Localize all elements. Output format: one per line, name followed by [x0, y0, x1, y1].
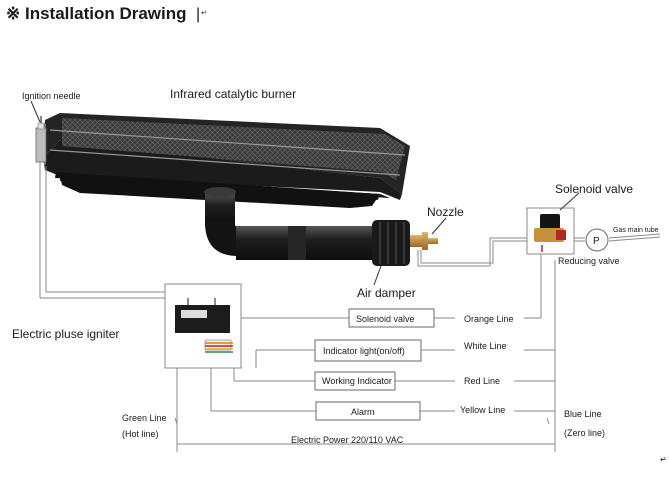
reducing-valve-icon: P [585, 228, 609, 252]
wiring-box-solenoid-valve: Solenoid valve [356, 314, 415, 324]
blue-line-label: Blue Line [564, 409, 602, 419]
paragraph-mark-icon: ↵ [201, 10, 207, 17]
ignition-needle-label: Ignition needle [22, 91, 81, 101]
orange-line-label: Orange Line [464, 314, 514, 324]
electric-igniter [164, 283, 242, 369]
yellow-line-label: Yellow Line [460, 405, 505, 415]
green-line-label: Green Line [122, 413, 167, 423]
end-paragraph-mark-icon: ↵ [660, 455, 667, 464]
reducing-valve-label: Reducing valve [558, 256, 620, 266]
nozzle-icon [410, 232, 438, 250]
zero-line-label: (Zero line) [564, 428, 605, 438]
red-line-label: Red Line [464, 376, 500, 386]
burner-label: Infrared catalytic burner [170, 87, 296, 101]
nozzle-label: Nozzle [427, 205, 464, 219]
hot-line-label: (Hot line) [122, 429, 159, 439]
wiring-lines [39, 162, 556, 452]
air-damper-label: Air damper [357, 286, 416, 300]
text-cursor: | [196, 6, 200, 23]
heading-mark: ※ [6, 4, 20, 23]
gas-main-tube-label: Gas main tube [613, 227, 659, 234]
wiring-box-alarm: Alarm [351, 407, 375, 417]
page-title: Installation Drawing [25, 4, 187, 23]
ignition-needle-icon [35, 116, 47, 163]
power-label: Electric Power 220/110 VAC [291, 435, 404, 445]
burner-pipe [204, 187, 410, 266]
regulator-symbol: P [593, 236, 600, 247]
wiring-box-working-indicator: Working Indicator [322, 376, 392, 386]
white-line-label: White Line [464, 341, 507, 351]
igniter-label: Electric pluse igniter [12, 327, 119, 341]
solenoid-valve-icon [526, 207, 575, 255]
solenoid-valve-label: Solenoid valve [555, 182, 633, 196]
leader-lines [30, 100, 580, 286]
wiring-boxes [314, 308, 435, 421]
wiring-box-indicator-light: Indicator light(on/off) [323, 346, 405, 356]
